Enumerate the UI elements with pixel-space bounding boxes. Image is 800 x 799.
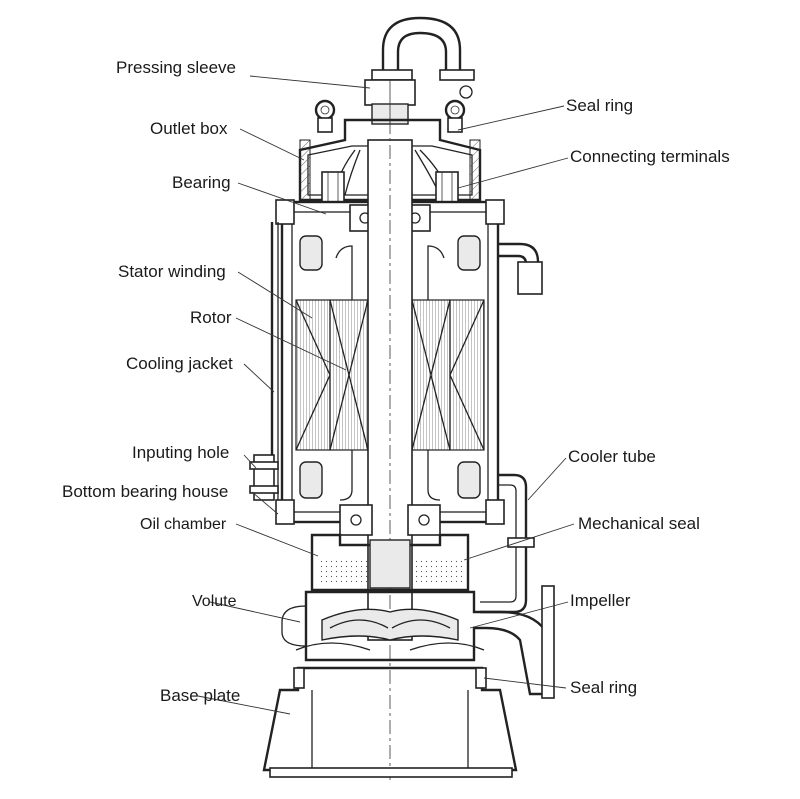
shaft xyxy=(367,120,413,780)
label-cooler-tube: Cooler tube xyxy=(568,447,656,466)
label-outlet-box: Outlet box xyxy=(150,119,228,138)
label-bottom-bearing-house: Bottom bearing house xyxy=(62,482,229,501)
stator-right xyxy=(449,299,485,451)
outlet-box-shape xyxy=(298,118,482,202)
volute-shape xyxy=(281,585,555,699)
inputing-hole-shape xyxy=(249,454,279,501)
cooling-jacket-shape xyxy=(270,222,279,500)
end-windings-top xyxy=(299,235,481,300)
label-mechanical-seal: Mechanical seal xyxy=(578,514,700,533)
label-impeller: Impeller xyxy=(570,591,631,610)
label-inputing-hole: Inputing hole xyxy=(132,443,230,462)
rotor-left xyxy=(329,299,369,451)
label-volute: Volute xyxy=(192,593,237,610)
leader-lines xyxy=(197,75,575,715)
label-base-plate: Base plate xyxy=(160,686,241,705)
impeller-shape xyxy=(321,608,459,641)
bottom-bearing-house-shape xyxy=(339,504,441,536)
label-bearing: Bearing xyxy=(172,173,231,192)
oil-chamber-shape xyxy=(310,533,470,592)
terminal-blocks xyxy=(321,171,459,203)
stator-left xyxy=(295,299,331,451)
label-pressing-sleeve: Pressing sleeve xyxy=(116,58,237,77)
pressing-sleeve-shape xyxy=(364,79,416,125)
end-windings-bottom xyxy=(299,450,481,501)
label-seal-ring-bottom: Seal ring xyxy=(570,678,638,697)
base-plate-shape xyxy=(262,666,518,778)
label-stator-winding: Stator winding xyxy=(118,262,226,281)
jacket-elbow xyxy=(498,242,543,295)
label-seal-ring-top: Seal ring xyxy=(566,96,634,115)
label-connecting-terminals: Connecting terminals xyxy=(570,147,730,166)
discharge-pipe xyxy=(371,16,475,99)
rotor-right xyxy=(411,299,451,451)
label-cooling-jacket: Cooling jacket xyxy=(126,354,233,373)
cooler-tube-shape xyxy=(480,473,535,614)
lifting-eyes xyxy=(314,99,466,133)
label-oil-chamber: Oil chamber xyxy=(140,516,227,533)
label-rotor: Rotor xyxy=(190,308,232,327)
